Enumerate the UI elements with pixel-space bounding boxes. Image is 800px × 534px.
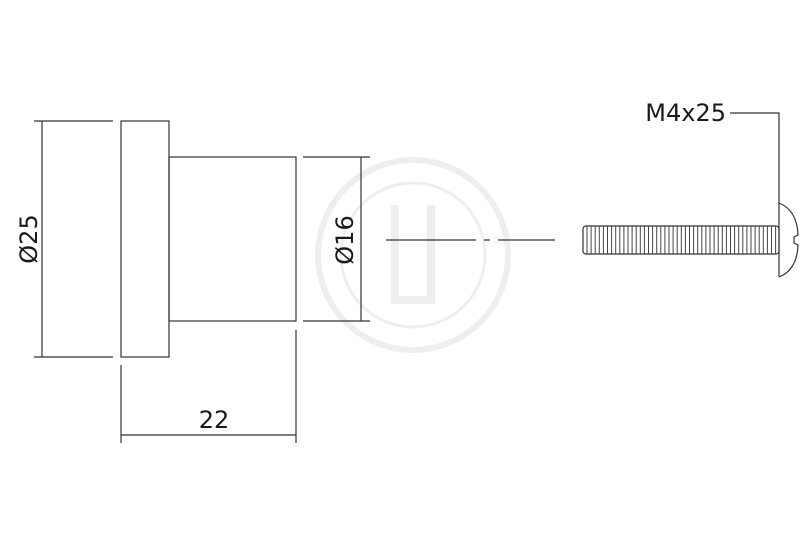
body-outline: [168, 156, 297, 322]
flange-outline: [120, 120, 170, 358]
watermark-logo: [315, 157, 511, 353]
dimension-body-diameter: Ø16: [303, 156, 370, 322]
body-diameter-label: Ø16: [331, 215, 359, 264]
outer-diameter-label: Ø25: [15, 214, 43, 263]
screw-label: M4x25: [645, 99, 726, 127]
dimension-length: 22: [120, 330, 297, 443]
screw: [582, 202, 799, 278]
screw-callout: M4x25: [645, 99, 780, 203]
dimension-outer-diameter: Ø25: [15, 120, 113, 358]
length-label: 22: [199, 406, 230, 434]
knob-part: [120, 120, 297, 358]
